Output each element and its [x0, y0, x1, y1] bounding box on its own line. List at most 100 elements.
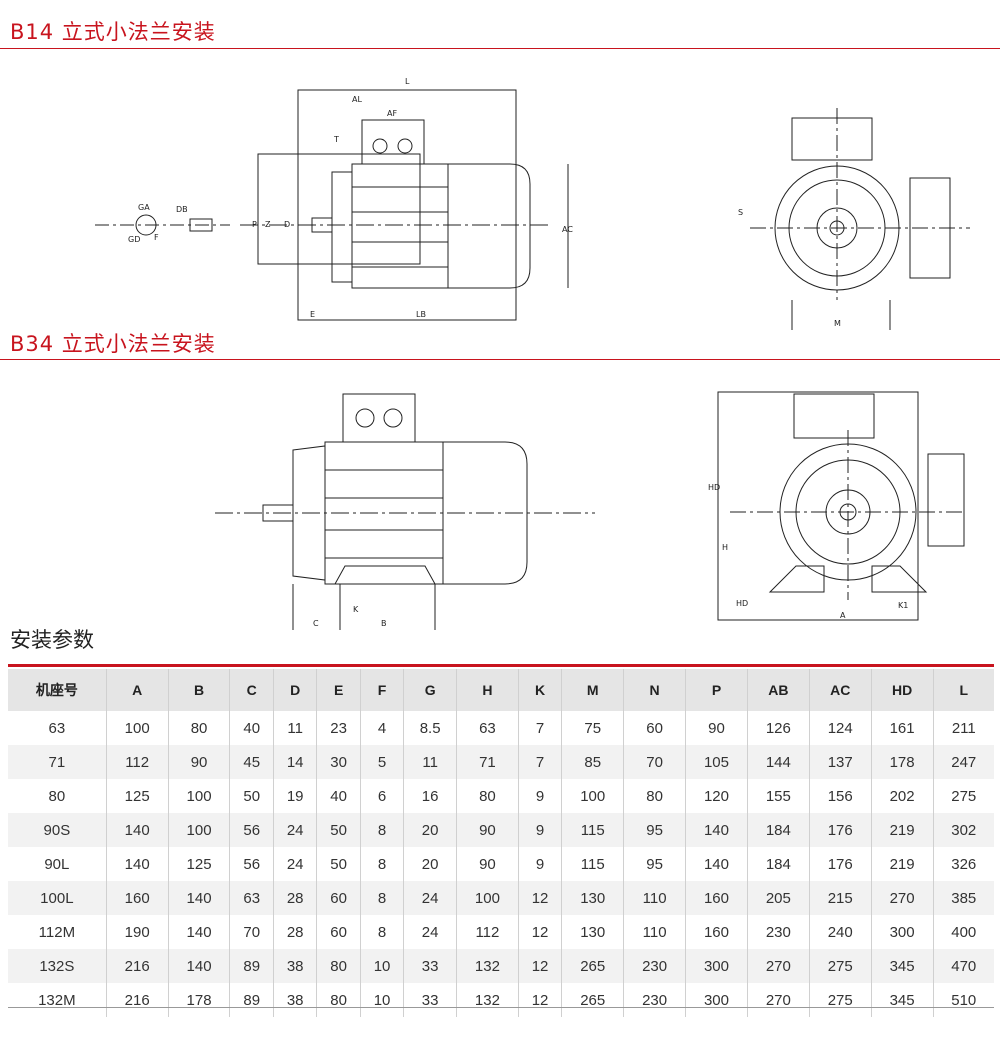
- table-cell: 270: [870, 881, 934, 915]
- b34-dim-hd: HD: [708, 483, 720, 492]
- table-cell: 4: [359, 711, 404, 745]
- table-cell: 190: [105, 915, 169, 949]
- table-cell: 63: [229, 881, 274, 915]
- table-top-rule: [8, 664, 994, 667]
- table-cell: 63: [48, 719, 66, 737]
- b14-dim-lb: LB: [416, 310, 426, 319]
- table-cell: 326: [932, 847, 994, 881]
- table-cell: 10: [359, 983, 404, 1017]
- table-cell: 16: [403, 779, 457, 813]
- table-cell: 144: [746, 745, 810, 779]
- table-header-cell: HD: [870, 669, 934, 711]
- table-cell: 100: [561, 779, 624, 813]
- table-cell: 132: [455, 949, 519, 983]
- table-cell: 400: [932, 915, 994, 949]
- table-cell: 105: [685, 745, 748, 779]
- table-cell: 24: [272, 847, 317, 881]
- table-header-cell: E: [316, 669, 361, 711]
- table-cell: 160: [685, 915, 748, 949]
- table-cell: 247: [932, 745, 994, 779]
- b34-end-view-drawing: HD H HD A K1: [708, 391, 965, 621]
- table-cell: 160: [685, 881, 748, 915]
- table-cell: 510: [932, 983, 994, 1017]
- table-cell: 95: [623, 813, 686, 847]
- table-cell: 95: [623, 847, 686, 881]
- b14-dim-af: AF: [387, 109, 397, 118]
- table-header-cell: N: [623, 669, 686, 711]
- table-cell: 50: [316, 813, 361, 847]
- table-cell: 156: [808, 779, 872, 813]
- table-cell: 160: [105, 881, 169, 915]
- table-cell: 8: [359, 847, 404, 881]
- table-cell: 178: [167, 983, 230, 1017]
- table-header-cell: F: [359, 669, 404, 711]
- table-cell: 7: [517, 711, 562, 745]
- table-cell: 71: [8, 745, 107, 779]
- table-cell: 75: [561, 711, 624, 745]
- table-cell: 219: [870, 847, 934, 881]
- table-cell: 265: [561, 983, 624, 1017]
- b14-dim-d: D: [284, 220, 290, 229]
- table-cell: 70: [229, 915, 274, 949]
- table-cell: 80: [316, 949, 361, 983]
- table-cell: 230: [623, 983, 686, 1017]
- table-cell: 125: [105, 779, 169, 813]
- table-cell: 60: [316, 915, 361, 949]
- table-cell: 270: [746, 949, 810, 983]
- table-header-cell: H: [455, 669, 519, 711]
- table-cell: 24: [403, 881, 457, 915]
- table-cell: 56: [229, 847, 274, 881]
- table-cell: 63: [455, 711, 519, 745]
- table-cell: 12: [517, 949, 562, 983]
- b14-dim-ga: GA: [138, 203, 150, 212]
- table-cell: 20: [403, 813, 457, 847]
- table-cell: 11: [403, 745, 457, 779]
- table-cell: 40: [316, 779, 361, 813]
- table-cell: 385: [932, 881, 994, 915]
- table-cell: 40: [229, 711, 274, 745]
- table-cell: 124: [808, 711, 872, 745]
- table-cell: 100: [105, 711, 169, 745]
- b14-dim-db: DB: [176, 205, 188, 214]
- table-cell: 275: [808, 983, 872, 1017]
- table-cell: 184: [746, 813, 810, 847]
- table-cell: 6: [359, 779, 404, 813]
- table-cell: 270: [746, 983, 810, 1017]
- table-cell: 230: [623, 949, 686, 983]
- table-cell: 155: [746, 779, 810, 813]
- table-cell: 9: [517, 779, 562, 813]
- table-header-cell: C: [229, 669, 274, 711]
- b14-side-view-drawing: L AL AF T P Z D AC E LB GA DB GD F: [95, 77, 573, 321]
- table-cell: 60: [623, 711, 686, 745]
- table-cell: 90: [455, 813, 519, 847]
- table-cell: 216: [105, 949, 169, 983]
- table-header-cell: M: [561, 669, 624, 711]
- table-header-cell: K: [517, 669, 562, 711]
- table-cell: 10: [359, 949, 404, 983]
- table-cell: 80: [316, 983, 361, 1017]
- table-cell: 275: [808, 949, 872, 983]
- b34-dim-c: C: [313, 619, 319, 628]
- b14-dim-t: T: [333, 135, 339, 144]
- table-cell: 70: [623, 745, 686, 779]
- table-cell: 90: [455, 847, 519, 881]
- table-cell: 300: [685, 983, 748, 1017]
- table-cell: 125: [167, 847, 230, 881]
- table-cell: 112: [455, 915, 519, 949]
- table-cell: 184: [746, 847, 810, 881]
- table-cell: 137: [808, 745, 872, 779]
- table-cell: 85: [561, 745, 624, 779]
- table-cell: 302: [932, 813, 994, 847]
- b14-dim-e: E: [310, 310, 315, 319]
- table-bottom-rule: [8, 1007, 994, 1008]
- table-cell: 89: [229, 949, 274, 983]
- table-cell: 140: [167, 881, 230, 915]
- table-cell: 90: [167, 745, 230, 779]
- table-cell: 30: [316, 745, 361, 779]
